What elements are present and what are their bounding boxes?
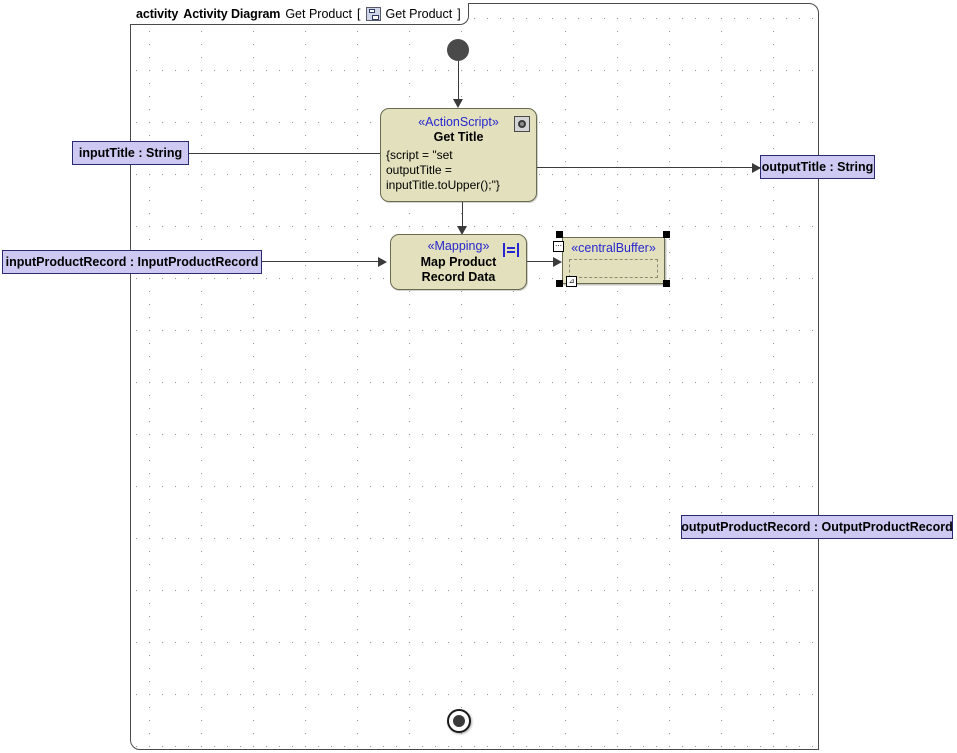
- parameter-input-title[interactable]: inputTitle : String: [72, 141, 189, 165]
- edge-get-title-to-output-title: [537, 167, 760, 169]
- parameter-output-product-record[interactable]: outputProductRecord : OutputProductRecor…: [681, 515, 953, 539]
- activity-diagram-icon: [365, 6, 381, 21]
- frame-bracket-close: ]: [457, 6, 461, 21]
- get-title-script-line-2: outputTitle =: [386, 163, 452, 177]
- frame-keyword: activity: [136, 6, 179, 21]
- selection-handle-bottom-left[interactable]: [556, 280, 563, 287]
- get-title-script-line-1: {script = "set: [386, 148, 453, 162]
- arrowhead-input-product-record-to-map-product: [378, 256, 387, 267]
- map-product-name-line-1: Map Product: [420, 255, 497, 269]
- frame-bracket-open: [: [357, 6, 361, 21]
- arrowhead-get-title-to-map-product: [457, 226, 467, 235]
- parameter-input-product-record-label: inputProductRecord : InputProductRecord: [5, 255, 259, 269]
- parameter-output-product-record-label: outputProductRecord : OutputProductRecor…: [681, 520, 953, 534]
- parameter-input-product-record[interactable]: inputProductRecord : InputProductRecord: [2, 250, 262, 274]
- selection-resize-handle-icon[interactable]: ⊿: [566, 276, 577, 287]
- parameter-input-title-label: inputTitle : String: [78, 146, 183, 160]
- edge-input-product-record-to-map-product: [262, 261, 381, 263]
- mapping-icon[interactable]: [503, 243, 519, 257]
- get-title-script-line-3: inputTitle.toUpper();"}: [386, 178, 500, 192]
- selection-handle-bottom-right[interactable]: [663, 280, 670, 287]
- central-buffer-stereotype: «centralBuffer»: [571, 241, 656, 255]
- parameter-output-title[interactable]: outputTitle : String: [760, 155, 875, 179]
- map-product-stereotype: «Mapping»: [427, 239, 490, 253]
- parameter-output-title-label: outputTitle : String: [761, 160, 874, 174]
- frame-diagram-name: Get Product: [285, 6, 353, 21]
- arrowhead-initial-to-get-title: [453, 99, 463, 108]
- script-icon[interactable]: [514, 116, 530, 132]
- selection-handle-top-left[interactable]: [556, 231, 563, 238]
- action-node-map-product-record-data[interactable]: «Mapping» Map Product Record Data: [390, 234, 527, 290]
- get-title-stereotype: «ActionScript»: [418, 115, 499, 129]
- selection-handle-top-right[interactable]: [663, 231, 670, 238]
- edge-map-product-to-central-buffer: [527, 261, 558, 263]
- arrowhead-map-product-to-central-buffer: [553, 256, 562, 267]
- map-product-name-line-2: Record Data: [421, 270, 496, 284]
- edge-get-title-to-map-product: [461, 202, 463, 228]
- frame-diagram-type: Activity Diagram: [183, 6, 281, 21]
- central-buffer-inner-dashed-box: [569, 259, 658, 278]
- edge-input-title-to-get-title: [189, 153, 380, 155]
- frame-qualified-name: Get Product: [385, 6, 453, 21]
- frame-header[interactable]: activity Activity Diagram Get Product [ …: [130, 3, 469, 25]
- get-title-name: Get Title: [433, 130, 484, 144]
- selection-menu-handle-icon[interactable]: ⋯: [553, 241, 564, 252]
- initial-node[interactable]: [447, 39, 469, 61]
- central-buffer-node[interactable]: «centralBuffer»: [562, 237, 665, 284]
- edge-initial-to-get-title: [457, 61, 459, 101]
- activity-final-node[interactable]: [447, 709, 471, 733]
- arrowhead-get-title-to-output-title: [752, 162, 761, 173]
- action-node-get-title[interactable]: «ActionScript» Get Title {script = "set …: [380, 108, 537, 202]
